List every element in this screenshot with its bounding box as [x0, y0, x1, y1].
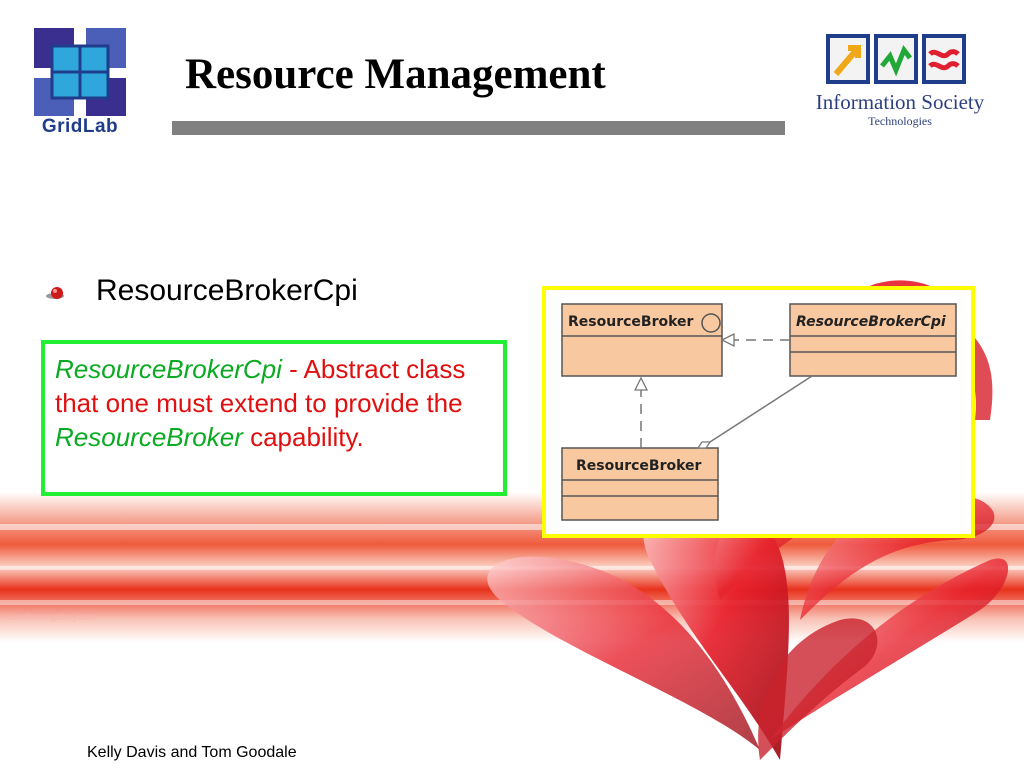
uml-class-resourcebroker-interface: ResourceBroker	[561, 303, 723, 377]
watermark-text: www.themegallery.com	[4, 612, 96, 622]
red-sphere-bullet-icon	[46, 287, 64, 299]
description-part-1: - Abstract class that one must extend to…	[55, 354, 466, 418]
description-term-2: ResourceBroker	[55, 422, 243, 452]
slide-footer: Kelly Davis and Tom Goodale	[87, 744, 297, 761]
uml-diagram-box: ResourceBroker ResourceBrokerCpi Resourc…	[542, 286, 975, 538]
gridlab-logo-text: GridLab	[41, 116, 119, 137]
uml-realization-arrow-vertical	[633, 376, 649, 448]
gridlab-logo	[34, 28, 126, 116]
uml-class-diagram: ResourceBroker ResourceBrokerCpi Resourc…	[561, 303, 957, 521]
ist-logo-text: Information Society	[815, 90, 985, 114]
slide-title: Resource Management	[185, 51, 606, 98]
uml-class-resourcebrokercpi: ResourceBrokerCpi	[789, 303, 957, 377]
title-underline-bar	[172, 121, 785, 135]
uml-aggregation-link	[696, 375, 813, 449]
uml-class-name: ResourceBrokerCpi	[796, 314, 946, 330]
description-box: ResourceBrokerCpi - Abstract class that …	[41, 340, 507, 496]
interface-lollipop-icon	[701, 313, 721, 333]
uml-class-resourcebroker-concrete: ResourceBroker	[561, 447, 719, 521]
description-text: ResourceBrokerCpi - Abstract class that …	[55, 352, 495, 454]
ist-logo-subtitle: Technologies	[868, 114, 932, 128]
uml-realization-arrow	[720, 332, 790, 348]
uml-class-name: ResourceBroker	[568, 314, 694, 330]
uml-class-name: ResourceBroker	[576, 458, 702, 474]
ist-logo	[826, 34, 966, 84]
description-part-2: capability.	[242, 422, 364, 452]
description-term: ResourceBrokerCpi	[55, 354, 282, 384]
bullet-item: ResourceBrokerCpi	[96, 274, 358, 307]
